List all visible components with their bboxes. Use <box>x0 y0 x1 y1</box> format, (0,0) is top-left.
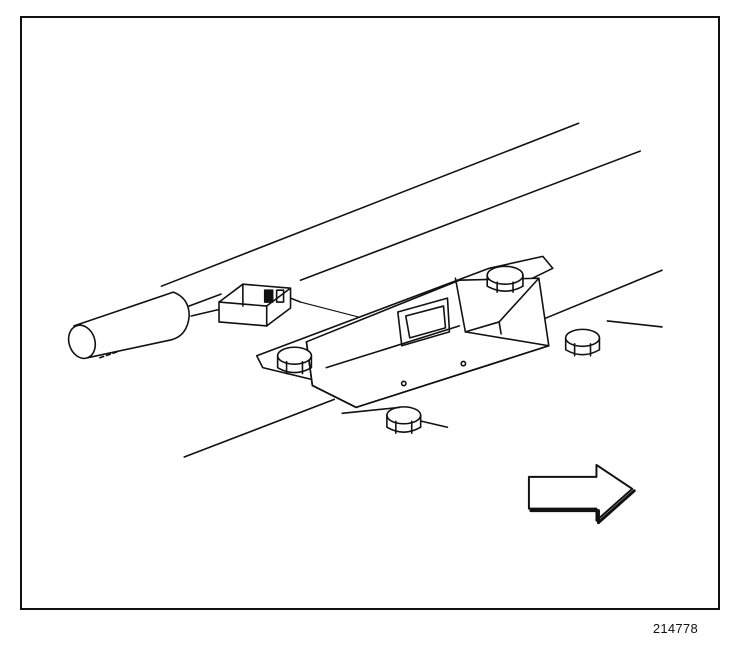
mounting-nut-front <box>386 406 422 434</box>
mounting-nut-loose <box>564 328 601 357</box>
electronic-module <box>305 277 550 409</box>
forward-arrow-icon <box>527 463 636 525</box>
mounting-nut-left <box>276 346 313 375</box>
component-illustration <box>67 122 663 525</box>
mounting-nut-rear <box>486 265 524 293</box>
figure-number: 214778 <box>652 621 698 636</box>
harness-connector <box>218 283 302 327</box>
wiring-harness <box>67 291 222 360</box>
mounting-studs <box>341 406 449 429</box>
illustration-frame <box>20 16 720 610</box>
